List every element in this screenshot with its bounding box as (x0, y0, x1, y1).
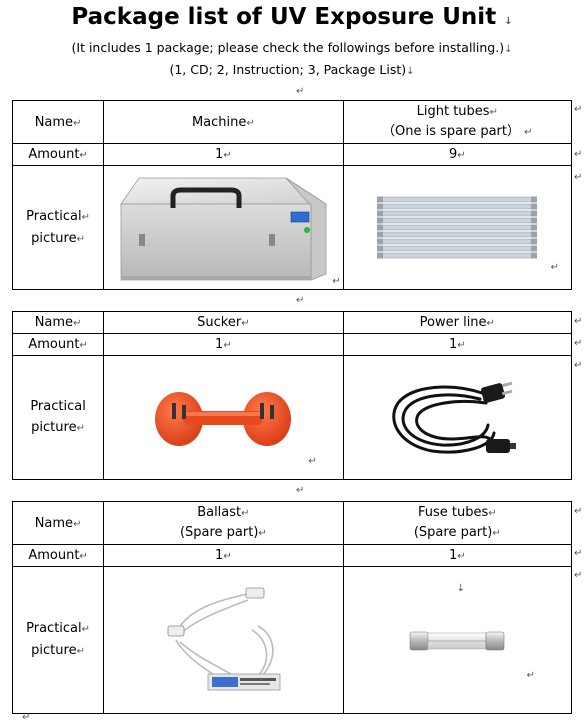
uv-light-tubes-image (376, 196, 537, 258)
amount-label: Amount↵ (11, 544, 105, 567)
item-name: Machine↵ (103, 100, 344, 144)
tube-end-cap (376, 210, 383, 216)
tube-end-cap (530, 245, 537, 251)
tube-end-cap (376, 245, 383, 251)
picture-label: Practical↵ picture↵ (11, 566, 105, 714)
paragraph-mark: ↵ (296, 485, 305, 496)
paragraph-mark: ↵ (574, 548, 583, 559)
item-name: Ballast↵ (Spare part)↵ (103, 501, 344, 545)
name-label: Name↵ (11, 501, 105, 545)
fuse-tube-image (409, 631, 505, 651)
light-tube (380, 203, 534, 209)
name-row: Name↵ Sucker↵ Power line↵ (11, 311, 573, 334)
light-tube (380, 245, 534, 251)
tube-end-cap (376, 217, 383, 223)
paragraph-mark: ↵ (22, 712, 31, 723)
light-tube (380, 238, 534, 244)
item-picture: ↵ ↓ (342, 566, 573, 714)
amount-label: Amount↵ (11, 143, 105, 166)
item-picture: ↵ (103, 355, 344, 480)
uv-exposure-machine-image (120, 177, 328, 281)
amount-row: Amount↵ 1↵ 1↵ (11, 333, 573, 356)
tube-end-cap (530, 224, 537, 230)
item-name: Power line↵ (342, 311, 573, 334)
power-cord-image (392, 381, 517, 453)
paragraph-mark: ↵ (574, 316, 583, 327)
picture-label: Practical picture↵ (11, 355, 105, 480)
light-tube (380, 252, 534, 258)
amount-row: Amount↵ 1↵ 9↵ (11, 143, 573, 166)
paragraph-mark: ↵ (296, 86, 305, 97)
paragraph-mark: ↵ (296, 295, 305, 306)
package-table-3: Name↵ Ballast↵ (Spare part)↵ Fuse tubes↵… (11, 501, 573, 714)
paragraph-mark: ↵ (574, 104, 583, 115)
item-amount: 1↵ (103, 143, 344, 166)
paragraph-mark: ↓ (504, 16, 513, 27)
paragraph-mark: ↵ (574, 149, 583, 160)
light-tube (380, 224, 534, 230)
paragraph-mark: ↵ (574, 506, 583, 517)
light-tube (380, 217, 534, 223)
name-row: Name↵ Machine↵ Light tubes↵ （One is spar… (11, 100, 573, 144)
tube-end-cap (530, 196, 537, 202)
tube-end-cap (530, 210, 537, 216)
picture-row: Practical↵ picture↵ (11, 566, 573, 714)
tube-end-cap (376, 238, 383, 244)
item-amount: 1↵ (103, 333, 344, 356)
name-label: Name↵ (11, 311, 105, 334)
name-label: Name↵ (11, 100, 105, 144)
paragraph-mark: ↓ (406, 66, 415, 77)
tube-end-cap (530, 252, 537, 258)
paragraph-mark: ↵ (574, 570, 583, 581)
light-tube (380, 231, 534, 237)
item-picture (103, 566, 344, 714)
light-tube (380, 196, 534, 202)
amount-label: Amount↵ (11, 333, 105, 356)
item-picture (342, 355, 573, 480)
tube-end-cap (530, 217, 537, 223)
name-row: Name↵ Ballast↵ (Spare part)↵ Fuse tubes↵… (11, 501, 573, 545)
item-amount: 1↵ (103, 544, 344, 567)
package-table-2: Name↵ Sucker↵ Power line↵ Amount↵ 1↵ 1↵ … (11, 311, 573, 480)
picture-row: Practical picture↵ (11, 355, 573, 480)
item-amount: 1↵ (342, 333, 573, 356)
item-name: Fuse tubes↵ (Spare part)↵ (342, 501, 573, 545)
page-title: Package list of UV Exposure Unit ↓ (71, 4, 513, 30)
paragraph-mark: ↵ (574, 360, 583, 371)
item-picture: ↵ (342, 165, 573, 290)
tube-end-cap (376, 196, 383, 202)
paragraph-mark: ↓ (504, 44, 513, 55)
tube-end-cap (376, 252, 383, 258)
tube-end-cap (530, 203, 537, 209)
item-amount: 9↵ (342, 143, 573, 166)
paragraph-mark: ↵ (574, 338, 583, 349)
subtitle-line-1: (It includes 1 package; please check the… (71, 40, 513, 55)
picture-row: Practical↵ picture↵ (11, 165, 573, 290)
subtitle-line-2: (1, CD; 2, Instruction; 3, Package List)… (169, 62, 415, 77)
tube-end-cap (376, 224, 383, 230)
item-name: Sucker↵ (103, 311, 344, 334)
item-amount: 1↵ (342, 544, 573, 567)
paragraph-mark: ↵ (574, 172, 583, 183)
light-tube (380, 210, 534, 216)
amount-row: Amount↵ 1↵ 1↵ (11, 544, 573, 567)
package-table-1: Name↵ Machine↵ Light tubes↵ （One is spar… (11, 100, 573, 290)
item-name: Light tubes↵ （One is spare part） ↵ (342, 100, 573, 144)
picture-label: Practical↵ picture↵ (11, 165, 105, 290)
tube-end-cap (376, 203, 383, 209)
suction-cup-image (155, 391, 292, 446)
ballast-image (167, 587, 281, 691)
tube-end-cap (376, 231, 383, 237)
item-picture: ↵ (103, 165, 344, 290)
tube-end-cap (530, 238, 537, 244)
tube-end-cap (530, 231, 537, 237)
